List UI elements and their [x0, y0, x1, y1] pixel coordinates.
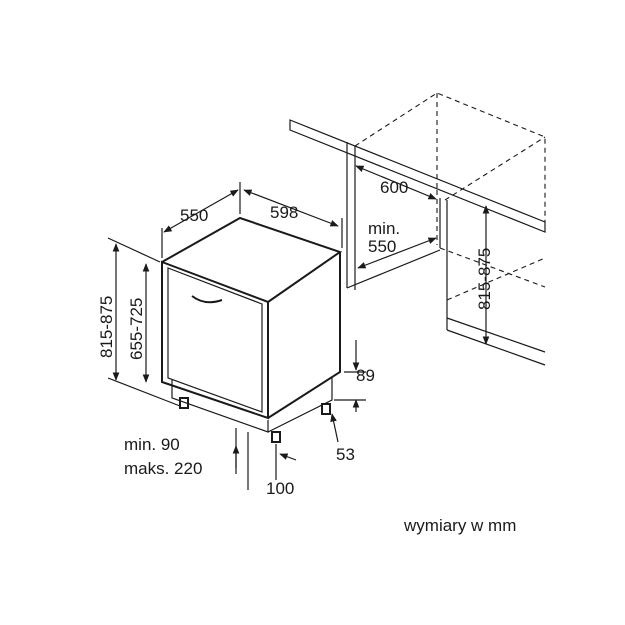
height-total-label: 815-875: [97, 296, 116, 358]
width-label: 598: [270, 203, 298, 222]
plinth-depth-label: 100: [266, 479, 294, 498]
plinth-setback-label-line1: min. 90: [124, 435, 180, 454]
niche-width-label: 600: [380, 178, 408, 197]
foot-height-label: 53: [336, 445, 355, 464]
niche-depth-label-line2: 550: [368, 237, 396, 256]
plinth-height-label: 89: [356, 366, 375, 385]
height-body-label: 655-725: [127, 298, 146, 360]
kitchen-niche: [289, 92, 546, 366]
plinth-setback-label-line2: maks. 220: [124, 459, 202, 478]
niche-height-label: 815-875: [475, 248, 494, 310]
dishwasher-body: [161, 216, 343, 443]
units-caption: wymiary w mm: [403, 516, 516, 535]
depth-label: 550: [180, 206, 208, 225]
dimension-lines: [107, 165, 490, 490]
niche-depth-label-line1: min.: [368, 219, 400, 238]
